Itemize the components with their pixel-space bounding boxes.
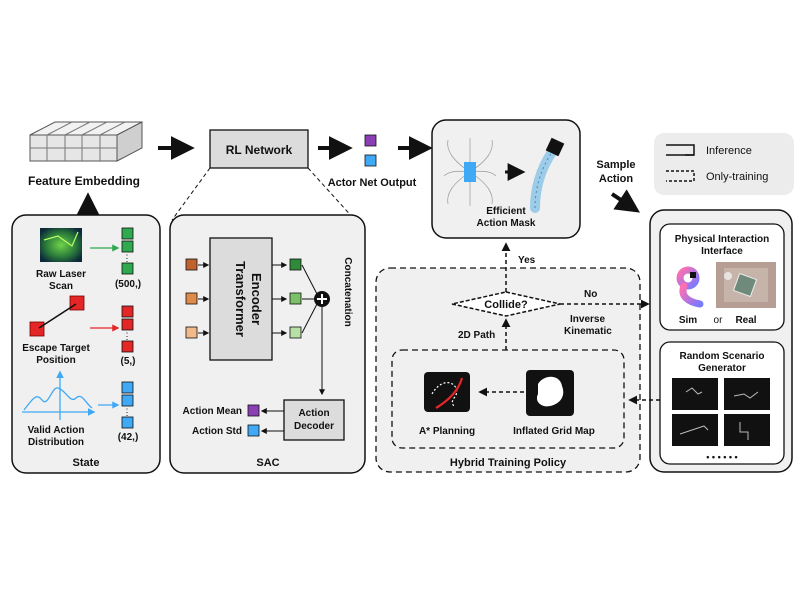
sim-label: Sim [679, 315, 697, 326]
transformer-encoder-label-line1: Transformer [233, 261, 248, 337]
inference-arrow-legend-icon [666, 144, 695, 156]
action-mean-cell [247, 404, 260, 417]
token-cell [185, 326, 198, 339]
concatenation-plus-icon [314, 291, 330, 307]
inverse-kinematic-label-line1: Inverse [570, 314, 605, 325]
legend-training-label: Only-training [706, 171, 768, 183]
sample-action-arrow [610, 189, 640, 213]
svg-text:⋮: ⋮ [123, 331, 132, 341]
target-vector-cell [121, 318, 134, 331]
training-arrow-legend-icon [666, 170, 695, 182]
physical-interface-title-line2: Interface [701, 246, 743, 257]
token-cell [185, 258, 198, 271]
transformer-encoder-label-line2: Encoder [249, 273, 264, 325]
sac-title: SAC [256, 457, 279, 469]
action-decoder-label-line2: Decoder [294, 421, 334, 432]
action-distribution-plot-icon [22, 370, 96, 420]
rl-network-label: RL Network [226, 143, 293, 157]
masked-arm-icon [530, 137, 565, 213]
laser-dim-label: (500,) [115, 279, 141, 290]
legend-inference-label: Inference [706, 145, 752, 157]
state-title: State [73, 457, 100, 469]
valid-action-label-line1: Valid Action [28, 425, 85, 436]
path-label: 2D Path [458, 330, 495, 341]
state-panel [11, 214, 161, 474]
real-label: Real [735, 315, 756, 326]
raw-laser-scan-label-line1: Raw Laser [36, 269, 86, 280]
laser-vector-cell [121, 262, 134, 275]
physical-interface-title-line1: Physical Interaction [675, 234, 769, 245]
transformer-encoder-box [209, 237, 273, 361]
action-mask-label-line2: Action Mask [477, 218, 536, 229]
real-photo-image [716, 262, 776, 308]
escape-target-icon [29, 295, 85, 337]
sample-action-label-line2: Action [599, 173, 634, 185]
inverse-kinematic-label-line2: Kinematic [564, 326, 612, 337]
concatenation-label: Concatenation [342, 257, 353, 326]
action-mean-label: Action Mean [183, 406, 242, 417]
action-vector-cell [121, 394, 134, 407]
feature-embedding-label: Feature Embedding [28, 174, 140, 188]
escape-target-label-line1: Escape Target [22, 343, 90, 354]
svg-text:• • • • • •: • • • • • • [706, 452, 737, 462]
svg-text:⋮: ⋮ [123, 407, 132, 417]
action-std-cell [247, 424, 260, 437]
field-lines-icon [443, 138, 497, 206]
action-std-label: Action Std [192, 426, 242, 437]
or-label: or [714, 315, 724, 326]
action-vector-cell [121, 381, 134, 394]
sample-action-label-line1: Sample [596, 159, 635, 171]
collide-decision-diamond [451, 291, 561, 317]
encoded-token-cell [289, 292, 302, 305]
encoded-token-cell [289, 258, 302, 271]
action-mask-panel [431, 119, 581, 239]
inflated-grid-map-image [526, 370, 574, 416]
action-decoder-box [283, 399, 345, 441]
target-vector-cell [121, 305, 134, 318]
action-vector-cell [121, 416, 134, 429]
action-mask-label-line1: Efficient [486, 206, 526, 217]
inflated-grid-map-label: Inflated Grid Map [513, 426, 595, 437]
action-dim-label: (42,) [118, 432, 139, 443]
actor-output-mean-cell [364, 134, 377, 147]
rl-network-box [209, 129, 309, 169]
collide-label: Collide? [484, 299, 528, 311]
astar-planning-label: A* Planning [419, 426, 475, 437]
escape-target-label-line2: Position [36, 355, 75, 366]
raw-laser-scan-label-line2: Scan [49, 281, 73, 292]
laser-vector-cell [121, 227, 134, 240]
random-scenario-label-line2: Generator [698, 363, 746, 374]
raw-laser-scan-image [40, 228, 82, 262]
valid-action-label-line2: Distribution [28, 437, 84, 448]
scenario-thumbnails [672, 378, 770, 446]
astar-planning-image [424, 372, 470, 412]
token-cell [185, 292, 198, 305]
actor-output-label: Actor Net Output [328, 177, 417, 189]
target-dim-label: (5,) [121, 356, 136, 367]
no-label: No [584, 289, 597, 300]
action-decoder-label-line1: Action [298, 408, 329, 419]
hybrid-training-title: Hybrid Training Policy [450, 457, 567, 469]
svg-text:⋮: ⋮ [123, 253, 132, 263]
encoded-token-cell [289, 326, 302, 339]
laser-vector-cell [121, 240, 134, 253]
yes-label: Yes [518, 255, 536, 266]
random-scenario-label-line1: Random Scenario [679, 351, 764, 362]
legend-box [654, 133, 794, 195]
sim-render-image [666, 262, 710, 308]
actor-output-std-cell [364, 154, 377, 167]
feature-embedding-cube-icon [29, 121, 143, 162]
target-vector-cell [121, 340, 134, 353]
